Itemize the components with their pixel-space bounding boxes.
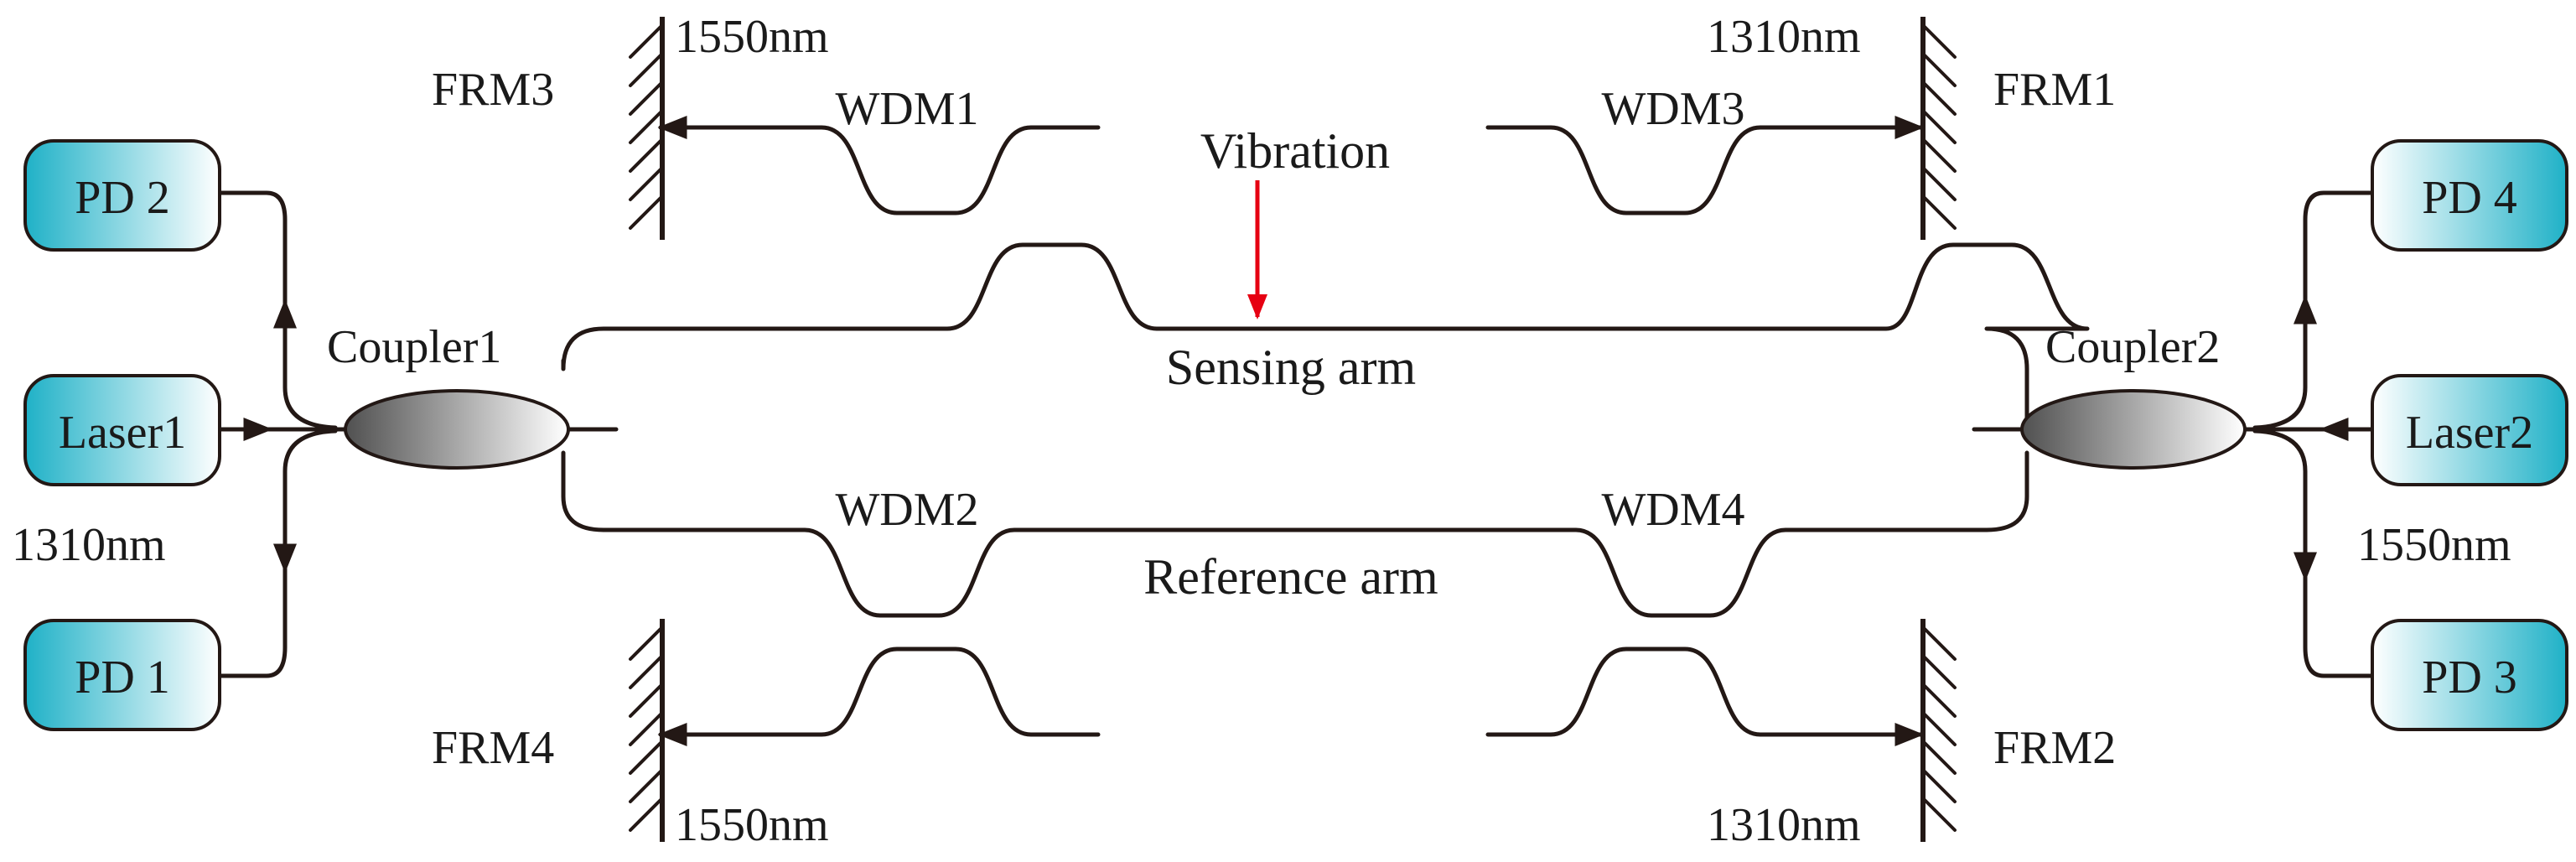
wdm1-label: WDM1: [835, 83, 978, 135]
pd3-box: PD 3: [2371, 619, 2568, 731]
pd1-box: PD 1: [23, 619, 221, 731]
frm3-mirror-icon: [629, 17, 665, 240]
wdm2-label: WDM2: [835, 484, 978, 536]
laser1-label: Laser1: [59, 407, 186, 459]
wdm1-branch: [657, 116, 1101, 216]
laser1-wavelength: 1310nm: [12, 519, 166, 571]
sensing-arm-fiber: [561, 242, 2090, 430]
pd1-fiber: [217, 428, 338, 678]
frm1-mirror-icon: [1920, 17, 1957, 240]
wdm4-label: WDM4: [1601, 484, 1744, 536]
laser2-wavelength: 1550nm: [2357, 519, 2511, 571]
coupler1-label: Coupler1: [327, 321, 501, 373]
frm3-wavelength: 1550nm: [675, 11, 829, 63]
pd3-label: PD 3: [2422, 652, 2517, 704]
sensing-arm-label: Sensing arm: [1166, 340, 1416, 395]
reference-arm-fiber: [561, 450, 2029, 618]
frm2-label: FRM2: [1993, 722, 2116, 774]
frm3-label: FRM3: [432, 64, 554, 116]
wdm4-branch: [1485, 646, 1925, 746]
vibration-label: Vibration: [1200, 123, 1390, 179]
pd2-box: PD 2: [23, 139, 221, 252]
wdm3-branch: [1485, 116, 1925, 216]
frm4-label: FRM4: [432, 722, 554, 774]
frm1-label: FRM1: [1993, 64, 2116, 116]
pd1-label: PD 1: [75, 652, 170, 704]
coupler2-icon: [2020, 389, 2247, 470]
pd3-fiber: [2252, 428, 2375, 678]
frm2-wavelength: 1310nm: [1707, 799, 1861, 851]
coupler1-icon: [344, 389, 570, 470]
laser2-box: Laser2: [2371, 374, 2568, 486]
reference-arm-label: Reference arm: [1143, 549, 1438, 605]
wdm2-branch: [657, 646, 1101, 746]
laser1-box: Laser1: [23, 374, 221, 486]
fiber-network: [217, 116, 2375, 746]
frm2-mirror-icon: [1920, 619, 1957, 842]
pd4-fiber: [2252, 190, 2375, 430]
frm4-mirror-icon: [629, 619, 665, 842]
pd4-box: PD 4: [2371, 139, 2568, 252]
pd4-label: PD 4: [2422, 172, 2517, 224]
laser2-label: Laser2: [2406, 407, 2533, 459]
wdm3-label: WDM3: [1601, 83, 1744, 135]
pd2-fiber: [217, 190, 338, 430]
frm4-wavelength: 1550nm: [675, 799, 829, 851]
pd2-label: PD 2: [75, 172, 170, 224]
frm1-wavelength: 1310nm: [1707, 11, 1861, 63]
coupler2-label: Coupler2: [2045, 321, 2220, 373]
